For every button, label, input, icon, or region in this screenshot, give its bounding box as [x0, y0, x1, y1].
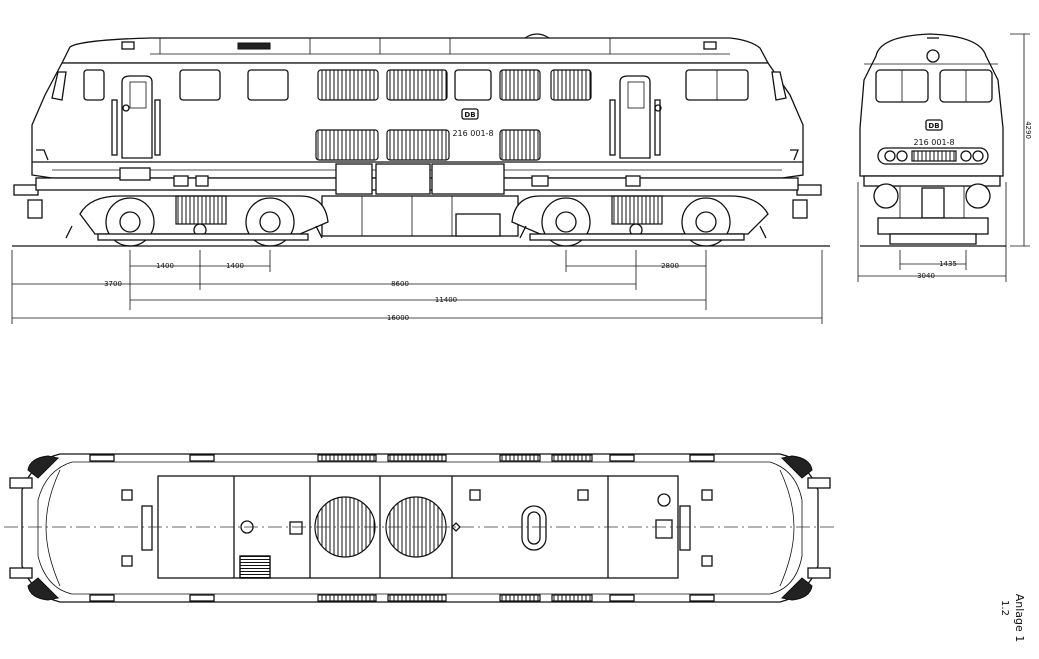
dim-axle-c: 2800 [661, 262, 679, 270]
front-view: DB 216 001-8 1435 3040 4290 [857, 33, 1032, 282]
dim-axle-a: 1400 [156, 262, 174, 270]
dim-pivot: 8600 [391, 280, 409, 288]
bogie-rear [511, 195, 769, 247]
side-view: DB 216 001-8 [12, 33, 830, 247]
dim-width: 3040 [917, 272, 935, 280]
db-emblem-front-text: DB [928, 122, 939, 130]
sheet-label: Anlage 1 1.2 [999, 594, 1026, 643]
side-dimensions: 1400 1400 2800 3700 8600 11400 16000 [11, 250, 823, 324]
db-emblem-front [925, 119, 943, 131]
loco-number-front: 216 001-8 [913, 138, 954, 147]
dim-gauge: 1435 [939, 260, 957, 268]
dim-length: 16000 [387, 314, 409, 322]
loco-number-side: 216 001-8 [452, 129, 493, 138]
db-emblem-text: DB [464, 111, 475, 119]
top-view [4, 453, 836, 603]
bogie-front [65, 195, 329, 247]
sheet-label-title: Anlage 1 [1013, 594, 1026, 643]
dim-wheelbase: 11400 [435, 296, 457, 304]
db-emblem-side [461, 108, 479, 120]
sheet-label-sub: 1.2 [999, 600, 1010, 616]
dim-height: 4290 [1024, 121, 1032, 139]
dim-overhang: 3700 [104, 280, 122, 288]
dim-axle-b: 1400 [226, 262, 244, 270]
